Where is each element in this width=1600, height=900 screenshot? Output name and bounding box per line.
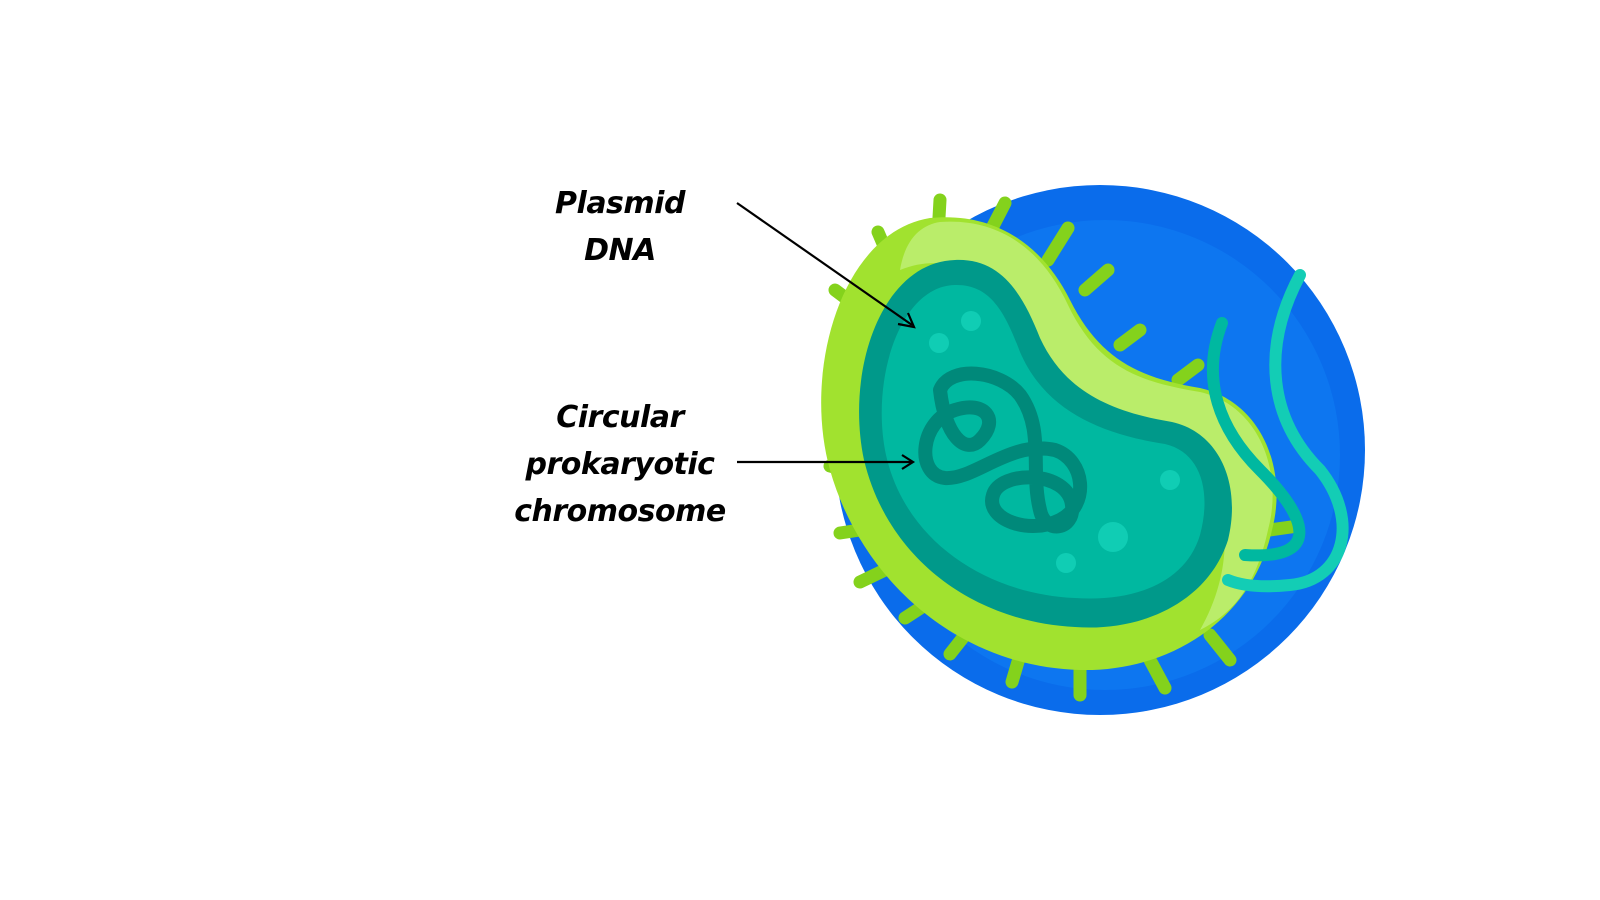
arrows [736,202,916,470]
plasmid-arrow [736,202,913,326]
plasmid-dots [929,311,1180,573]
cell-wall-highlight [900,221,1273,630]
chromosome-label-line3: chromosome [514,494,726,529]
chromosome-label-line2: prokaryotic [525,447,715,482]
plasmid-dna-label: Plasmid DNA [555,186,685,268]
chromosome-label-line1: Circular [556,400,684,435]
flagella [1206,269,1349,593]
circular-chromosome [918,366,1088,534]
chromosome-label: Circular prokaryotic chromosome [500,394,740,535]
